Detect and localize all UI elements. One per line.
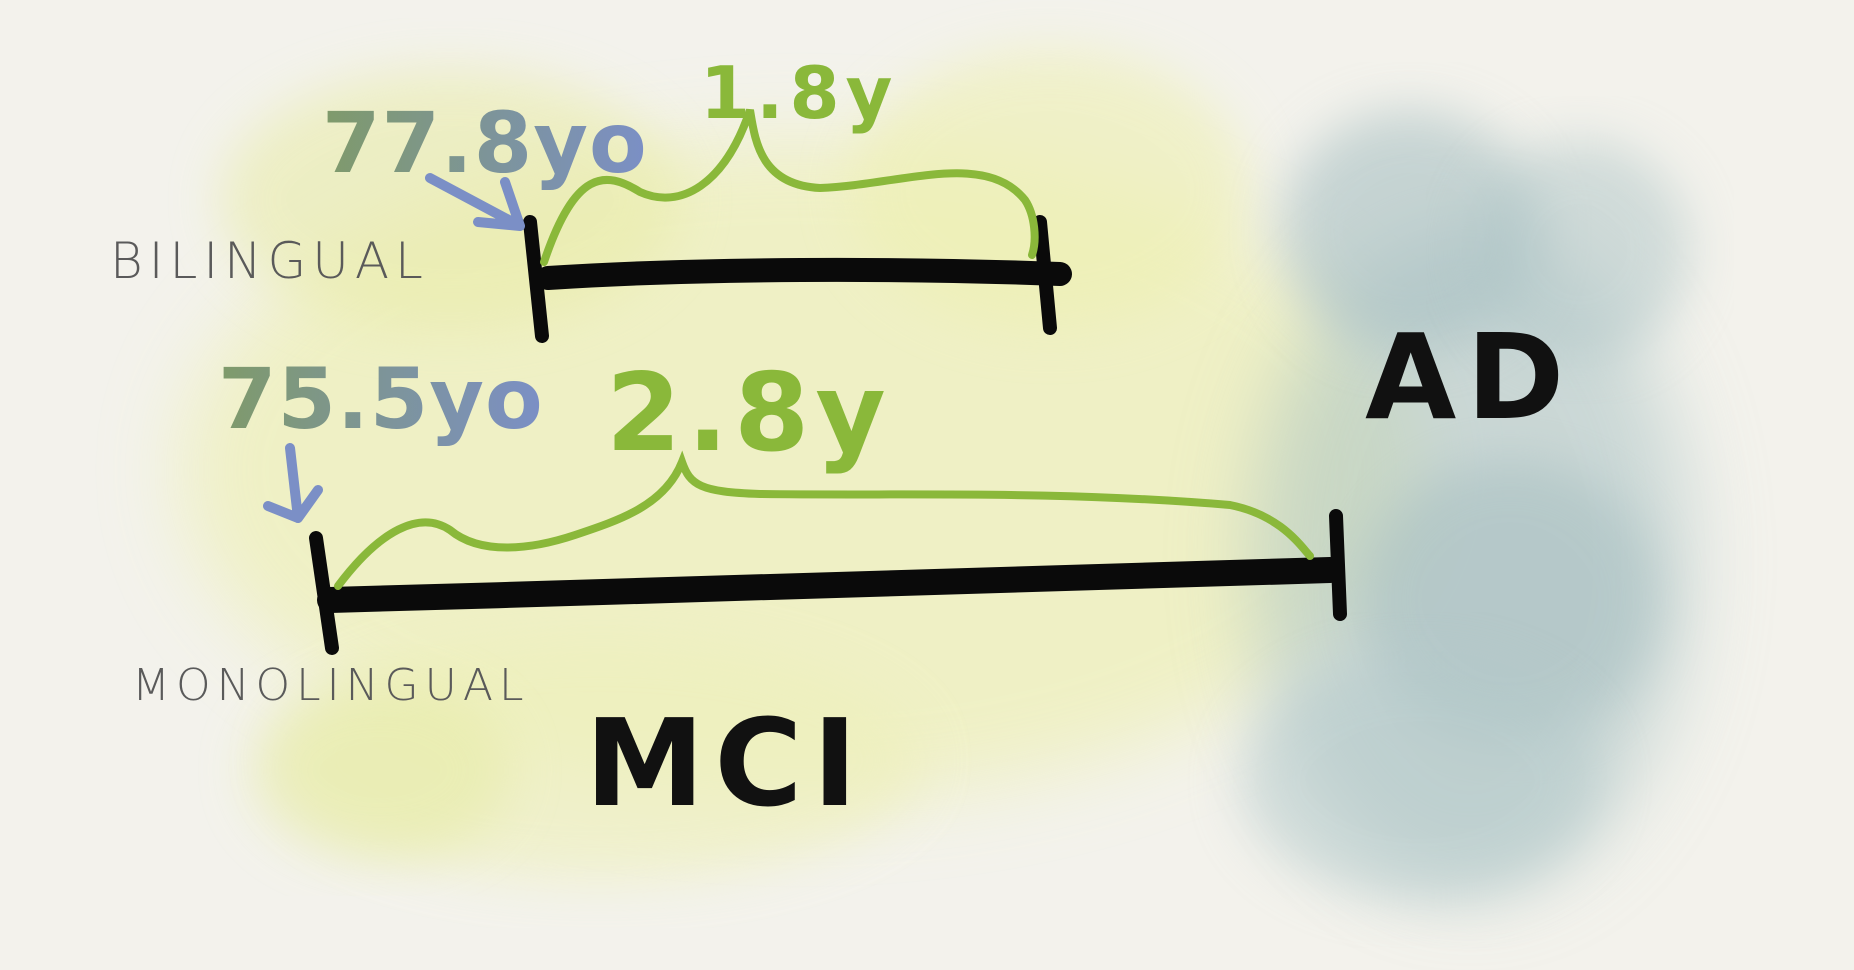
ad-stage-label: AD [1365,308,1574,446]
monolingual-onset-arrow [263,443,323,523]
bilingual-onset-age: 77.8yo [322,94,648,192]
bilingual-timeline: BILINGUAL 77.8yo 1.8y [110,51,1072,343]
monolingual-bar [317,557,1343,613]
mci-stage-label: MCI [585,695,867,834]
monolingual-timeline: MONOLINGUAL 75.5yo 2.8y [132,350,1347,711]
monolingual-onset-age: 75.5yo [218,350,544,448]
monolingual-group-label: MONOLINGUAL [132,660,529,711]
ad-wash [1240,110,1690,900]
bilingual-onset-tick [523,215,549,343]
bilingual-duration: 1.8y [700,51,898,135]
monolingual-onset-tick [309,531,339,655]
bilingual-group-label: BILINGUAL [110,232,429,290]
monolingual-duration-brace [334,450,1314,590]
bilingual-bar [536,257,1072,290]
bilingual-onset-arrow [425,173,525,231]
bilingual-duration-brace [540,108,1039,266]
bilingual-end-tick [1033,215,1057,335]
monolingual-end-tick [1329,509,1347,621]
monolingual-duration: 2.8y [606,351,892,476]
